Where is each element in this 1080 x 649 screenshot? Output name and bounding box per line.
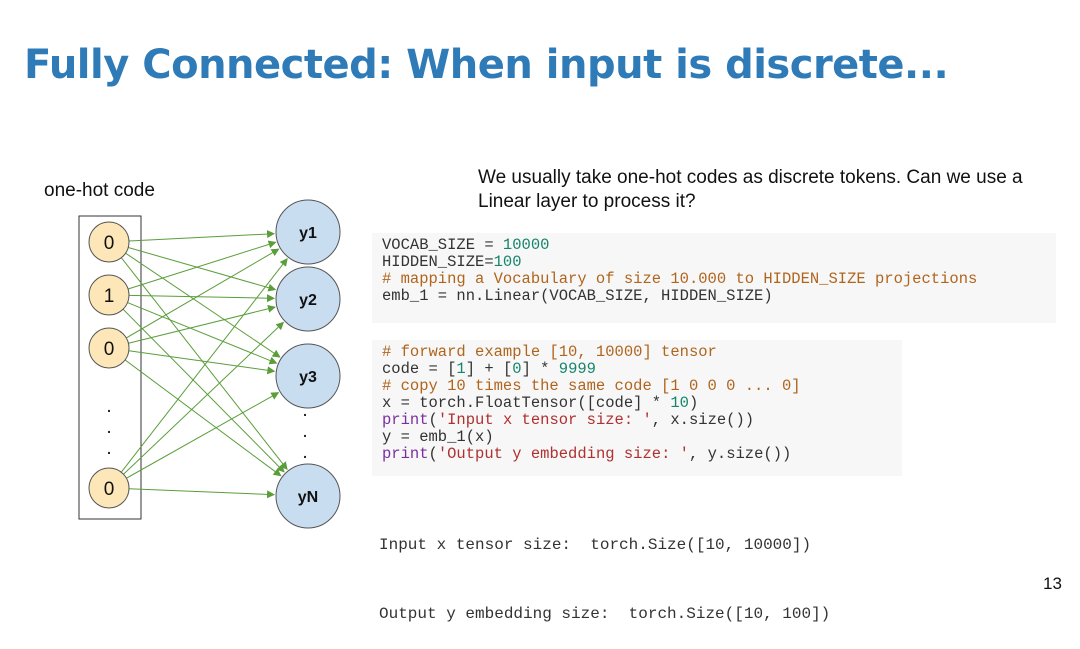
ellipsis-dot: . (302, 442, 307, 463)
ellipsis-dot: . (106, 438, 111, 459)
question-text: We usually take one-hot codes as discret… (478, 167, 1023, 212)
output-node-y3: y3 (275, 343, 341, 409)
edge-x3-to-yN (124, 359, 282, 477)
input-node-label: 0 (104, 339, 115, 360)
code-token: x = torch.FloatTensor([code] * (382, 394, 671, 412)
input-node-label: 0 (104, 479, 115, 500)
output-node-label: yN (298, 489, 318, 506)
ellipsis-dot: . (106, 417, 111, 438)
code-token: 'Output y embedding size: ' (437, 445, 689, 463)
code-token: 100 (493, 253, 522, 271)
edge-x1-to-yN (120, 257, 288, 471)
one-hot-box (78, 215, 142, 520)
ellipsis-dot: . (106, 396, 111, 417)
code-token: ] * (521, 360, 559, 378)
edge-x4-to-y2 (123, 321, 285, 475)
ellipsis-dot: . (302, 400, 307, 421)
edge-x2-to-y2 (128, 294, 276, 303)
code-block-2-line: code = [1] + [0] * 9999 (382, 361, 892, 378)
code-token: 1 (456, 360, 466, 378)
code-token: HIDDEN_SIZE= (382, 253, 494, 271)
code-block-1-line: emb_1 = nn.Linear(VOCAB_SIZE, HIDDEN_SIZ… (382, 288, 1046, 305)
code-token: VOCAB_SIZE = (382, 236, 503, 254)
page-number: 13 (1043, 574, 1062, 593)
code-token: y = emb_1(x) (382, 428, 494, 446)
output-node-yN: yN (275, 463, 341, 529)
code-token: # forward example [10, 10000] tensor (382, 343, 717, 361)
code-token: 'Input x tensor size: ' (437, 411, 652, 429)
edge-x2-to-yN (122, 308, 285, 473)
input-node-label: 0 (104, 233, 115, 254)
edge-x4-to-y3 (126, 392, 280, 479)
output-node-y2: y2 (275, 266, 341, 332)
code-token: ( (428, 411, 438, 429)
code-block-1-line: VOCAB_SIZE = 10000 (382, 237, 1046, 254)
code-block-2-line: x = torch.FloatTensor([code] * 10) (382, 395, 892, 412)
code-token: # copy 10 times the same code [1 0 0 0 .… (382, 377, 801, 395)
edge-x3-to-y3 (128, 350, 276, 375)
edge-x2-to-y1 (127, 240, 277, 290)
input-node-4: 0 (88, 467, 130, 509)
code-token: 0 (512, 360, 522, 378)
code-block-2-line: print('Input x tensor size: ', x.size()) (382, 412, 892, 429)
code-block-1-line: # mapping a Vocabulary of size 10.000 to… (382, 271, 1046, 288)
input-node-2: 1 (88, 274, 130, 316)
code-block-2-line: # copy 10 times the same code [1 0 0 0 .… (382, 378, 892, 395)
output-line-input: Input x tensor size: torch.Size([10, 100… (379, 536, 812, 554)
edge-x4-to-yN (128, 488, 276, 499)
edge-x3-to-y2 (128, 304, 276, 344)
output-node-label: y1 (299, 225, 317, 242)
input-node-1: 0 (88, 221, 130, 263)
code-token: 10 (670, 394, 689, 412)
one-hot-code-label: one-hot code (44, 180, 155, 201)
code-token: print (382, 411, 429, 429)
console-output: Input x tensor size: torch.Size([10, 100… (379, 488, 830, 649)
code-block-2-line: # forward example [10, 10000] tensor (382, 344, 892, 361)
code-token: , y.size()) (688, 445, 792, 463)
code-token: ) (688, 394, 699, 412)
edge-x1-to-y1 (128, 230, 276, 242)
edge-x3-to-y1 (126, 248, 280, 339)
output-line-output: Output y embedding size: torch.Size([10,… (379, 605, 831, 623)
slide-title: Fully Connected: When input is discrete.… (24, 42, 949, 88)
connection-edges (120, 230, 288, 499)
code-token: 10000 (502, 236, 550, 254)
code-token: emb_1 = nn.Linear(VOCAB_SIZE, HIDDEN_SIZ… (382, 287, 773, 305)
edge-x4-to-y1 (120, 258, 288, 473)
output-node-label: y2 (299, 292, 317, 309)
input-node-label: 1 (104, 286, 115, 307)
code-block-2-line: y = emb_1(x) (382, 429, 892, 446)
edge-x1-to-y3 (125, 252, 281, 358)
input-node-3: 0 (88, 327, 130, 369)
code-token: code = [ (382, 360, 457, 378)
edge-x1-to-y2 (128, 247, 277, 292)
code-token: ( (428, 445, 438, 463)
code-token: print (382, 445, 429, 463)
code-token: # mapping a Vocabulary of size 10.000 to… (382, 270, 978, 288)
code-block-2-line: print('Output y embedding size: ', y.siz… (382, 446, 892, 463)
fully-connected-diagram: 0 1 0 0 y1 y2 y3 yN ...... (78, 199, 341, 529)
code-token: 9999 (558, 360, 596, 378)
code-token: ] + [ (465, 360, 513, 378)
ellipsis-dot: . (302, 421, 307, 442)
code-token: , x.size()) (651, 411, 755, 429)
output-node-label: y3 (299, 369, 317, 386)
output-node-y1: y1 (275, 199, 341, 265)
code-block-1-line: HIDDEN_SIZE=100 (382, 254, 1046, 271)
